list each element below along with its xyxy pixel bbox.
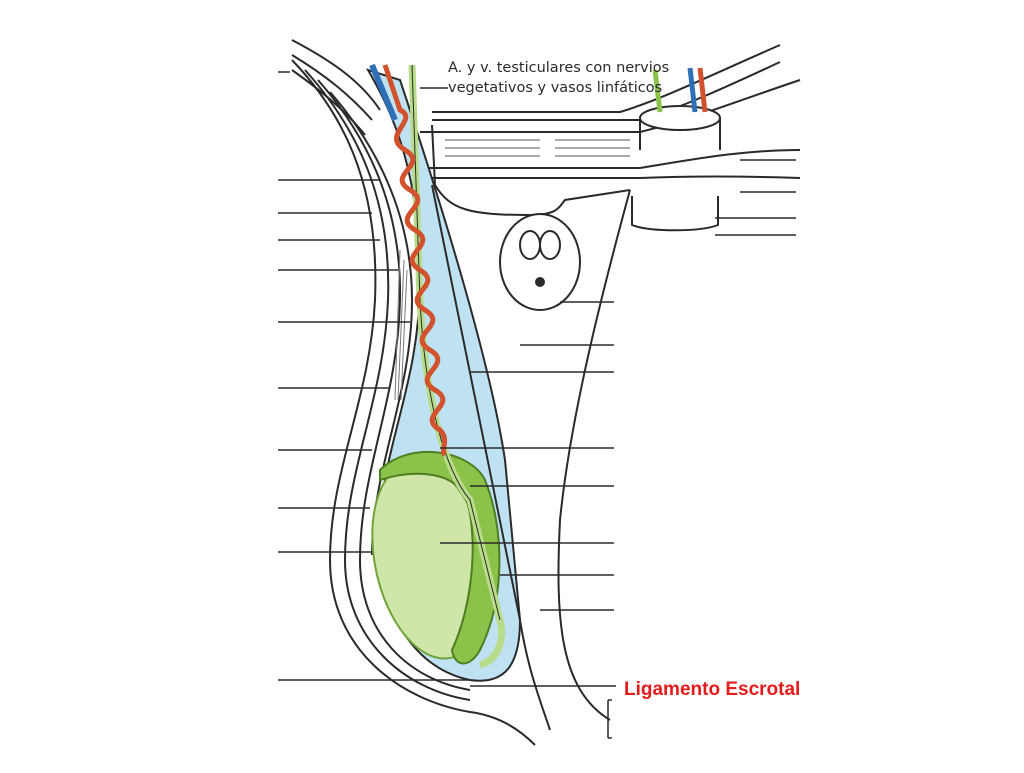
left-leader-lines (278, 71, 470, 681)
testicular-vein (369, 63, 398, 122)
penis-cross-section (499, 213, 581, 311)
scrotal-septum (431, 124, 631, 731)
caption-line-2: vegetativos y vasos linfáticos (448, 80, 663, 96)
scrotal-ligament-label: Ligamento Escrotal (624, 679, 801, 700)
scrotal-wall-layers (291, 59, 536, 746)
bracket (607, 699, 612, 739)
testicular-artery (382, 64, 448, 457)
vessels-caption: A. y v. testiculares con nervios vegetat… (448, 58, 669, 98)
dartos-hatching (394, 249, 408, 401)
caption-line-1: A. y v. testiculares con nervios (448, 60, 670, 76)
right-leader-lines (420, 87, 796, 687)
muscle-band (445, 139, 630, 157)
ring-vessels (652, 67, 708, 113)
